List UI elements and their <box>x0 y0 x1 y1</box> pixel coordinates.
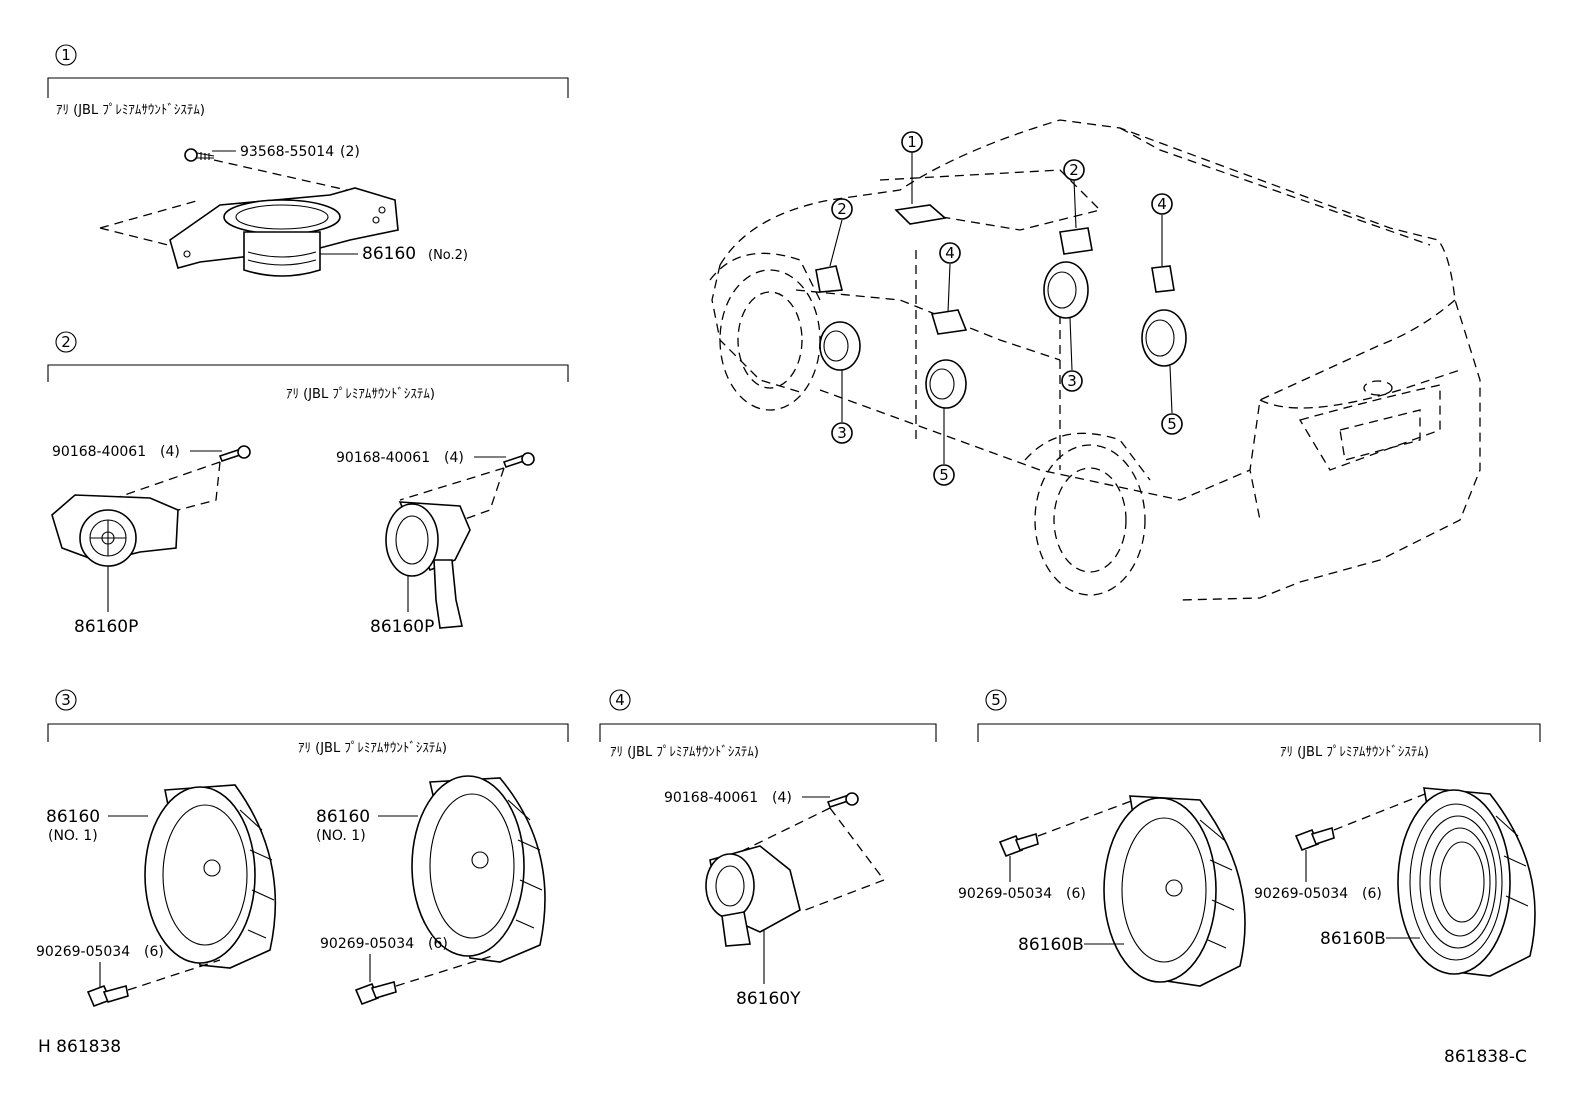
screw-icon <box>826 792 859 808</box>
clip-icon <box>998 832 1039 858</box>
part-qty: (NO. 1) <box>48 828 98 844</box>
part-qty: (2) <box>340 144 360 160</box>
section-4-number-circle: 4 <box>609 689 631 711</box>
section-1: 1 ｱﾘ (JBL ﾌﾟﾚﾐｱﾑｻｳﾝﾄﾞｼｽﾃﾑ) 93568-55014 (… <box>47 44 569 277</box>
screw-icon <box>502 452 535 468</box>
tweeter-86160y-icon <box>705 845 801 947</box>
svg-text:1: 1 <box>907 133 917 151</box>
car-speaker-rear-tweeter-icon <box>1151 265 1175 293</box>
car-speaker-rear-door-icon <box>925 359 967 409</box>
car-callout-4: 4 <box>939 242 961 313</box>
svg-text:2: 2 <box>1069 161 1079 179</box>
section-1-number-circle: 1 <box>55 44 77 66</box>
svg-text:2: 2 <box>837 200 847 218</box>
car-callout-2: 2 <box>1063 159 1085 229</box>
section-5-note: ｱﾘ (JBL ﾌﾟﾚﾐｱﾑｻｳﾝﾄﾞｼｽﾃﾑ) <box>1280 745 1429 760</box>
svg-text:5: 5 <box>1167 415 1177 433</box>
section-3-number-circle: 3 <box>55 689 77 711</box>
speaker-86160b-left-icon <box>1103 795 1246 987</box>
svg-text:4: 4 <box>945 244 955 262</box>
clip-icon <box>86 984 129 1008</box>
section-1-note: ｱﾘ (JBL ﾌﾟﾚﾐｱﾑｻｳﾝﾄﾞｼｽﾃﾑ) <box>56 103 205 118</box>
part-number-90168-40061: 90168-40061 <box>52 444 146 460</box>
speaker-86160-no1-left-icon <box>144 784 277 969</box>
part-number-93568-55014: 93568-55014 <box>240 144 334 160</box>
part-number-90269-05034: 90269-05034 <box>958 886 1052 902</box>
car-callout-1: 1 <box>901 131 923 204</box>
speaker-86160b-right-icon <box>1397 787 1536 977</box>
section-4-note: ｱﾘ (JBL ﾌﾟﾚﾐｱﾑｻｳﾝﾄﾞｼｽﾃﾑ) <box>610 745 759 760</box>
section-4: 4 ｱﾘ (JBL ﾌﾟﾚﾐｱﾑｻｳﾝﾄﾞｼｽﾃﾑ) 90168-40061 (… <box>599 689 937 1009</box>
part-number-90269-05034: 90269-05034 <box>1254 886 1348 902</box>
speaker-86160-no2-icon <box>169 187 399 277</box>
section-4-bracket-line <box>599 723 937 742</box>
part-qty: (6) <box>428 936 448 952</box>
car-speaker-front-door-icon <box>819 321 861 371</box>
car-callout-4: 4 <box>1151 193 1173 266</box>
part-number-86160p: 86160P <box>370 617 434 637</box>
car-overview: 1 2 2 3 3 4 4 <box>709 119 1481 601</box>
car-speaker-rear-left-icon <box>1043 261 1089 319</box>
part-qty: (6) <box>144 944 164 960</box>
part-number-90168-40061: 90168-40061 <box>336 450 430 466</box>
svg-text:3: 3 <box>1067 372 1077 390</box>
svg-text:4: 4 <box>1157 195 1167 213</box>
section-5: 5 ｱﾘ (JBL ﾌﾟﾚﾐｱﾑｻｳﾝﾄﾞｼｽﾃﾑ) 90269-05034 (… <box>958 689 1541 987</box>
clip-icon <box>1294 826 1335 852</box>
clip-icon <box>354 981 397 1006</box>
svg-text:3: 3 <box>837 424 847 442</box>
screw-icon <box>184 148 215 162</box>
section-3-bracket-line <box>47 723 569 742</box>
part-qty: (6) <box>1066 886 1086 902</box>
svg-text:4: 4 <box>615 691 625 709</box>
footer-right-code: 861838-C <box>1444 1047 1527 1067</box>
part-qty: (4) <box>772 790 792 806</box>
car-speaker-rear-right-icon <box>1141 309 1187 367</box>
tweeter-86160p-left-icon <box>51 494 179 567</box>
car-speaker-center-tweeter-icon <box>930 309 968 335</box>
car-speaker-dash-icon <box>894 204 947 225</box>
section-2-note: ｱﾘ (JBL ﾌﾟﾚﾐｱﾑｻｳﾝﾄﾞｼｽﾃﾑ) <box>286 387 435 402</box>
tweeter-86160p-right-icon <box>385 501 471 629</box>
svg-text:5: 5 <box>939 466 949 484</box>
section-2-bracket-line <box>47 364 569 382</box>
section-5-bracket-line <box>977 723 1541 742</box>
car-callout-3: 3 <box>831 370 853 444</box>
car-callout-5: 5 <box>1161 365 1183 435</box>
car-callout-3: 3 <box>1061 317 1083 392</box>
svg-text:5: 5 <box>991 691 1001 709</box>
part-number-90168-40061: 90168-40061 <box>664 790 758 806</box>
part-qty: (No.2) <box>428 248 468 263</box>
part-number-86160: 86160 <box>46 807 100 827</box>
part-number-86160p: 86160P <box>74 617 138 637</box>
part-qty: (4) <box>160 444 180 460</box>
part-number-86160: 86160 <box>316 807 370 827</box>
part-number-90269-05034: 90269-05034 <box>36 944 130 960</box>
screw-icon <box>218 445 251 462</box>
section-3-note: ｱﾘ (JBL ﾌﾟﾚﾐｱﾑｻｳﾝﾄﾞｼｽﾃﾑ) <box>298 741 447 756</box>
svg-text:1: 1 <box>61 46 71 64</box>
part-number-90269-05034: 90269-05034 <box>320 936 414 952</box>
section-5-number-circle: 5 <box>985 689 1007 711</box>
section-2: 2 ｱﾘ (JBL ﾌﾟﾚﾐｱﾑｻｳﾝﾄﾞｼｽﾃﾑ) 90168-40061 (… <box>47 331 569 637</box>
part-number-86160b: 86160B <box>1320 929 1386 949</box>
section-2-number-circle: 2 <box>55 331 77 353</box>
part-qty: (4) <box>444 450 464 466</box>
svg-text:3: 3 <box>61 691 71 709</box>
section-1-bracket-line <box>47 77 569 98</box>
speaker-86160-no1-right-icon <box>411 775 546 963</box>
car-speaker-pillar-tweeter-icon <box>1059 227 1093 255</box>
part-qty: (6) <box>1362 886 1382 902</box>
car-callout-5: 5 <box>933 408 955 486</box>
car-speaker-front-tweeter-icon <box>815 265 844 293</box>
section-3: 3 ｱﾘ (JBL ﾌﾟﾚﾐｱﾑｻｳﾝﾄﾞｼｽﾃﾑ) 86160 (NO. 1)… <box>36 689 569 1008</box>
car-callout-2: 2 <box>829 198 853 267</box>
svg-text:2: 2 <box>61 333 71 351</box>
part-number-86160b: 86160B <box>1018 935 1084 955</box>
part-number-86160: 86160 <box>362 244 416 264</box>
part-number-86160y: 86160Y <box>736 989 801 1009</box>
part-qty: (NO. 1) <box>316 828 366 844</box>
footer-left-code: H 861838 <box>38 1037 121 1057</box>
